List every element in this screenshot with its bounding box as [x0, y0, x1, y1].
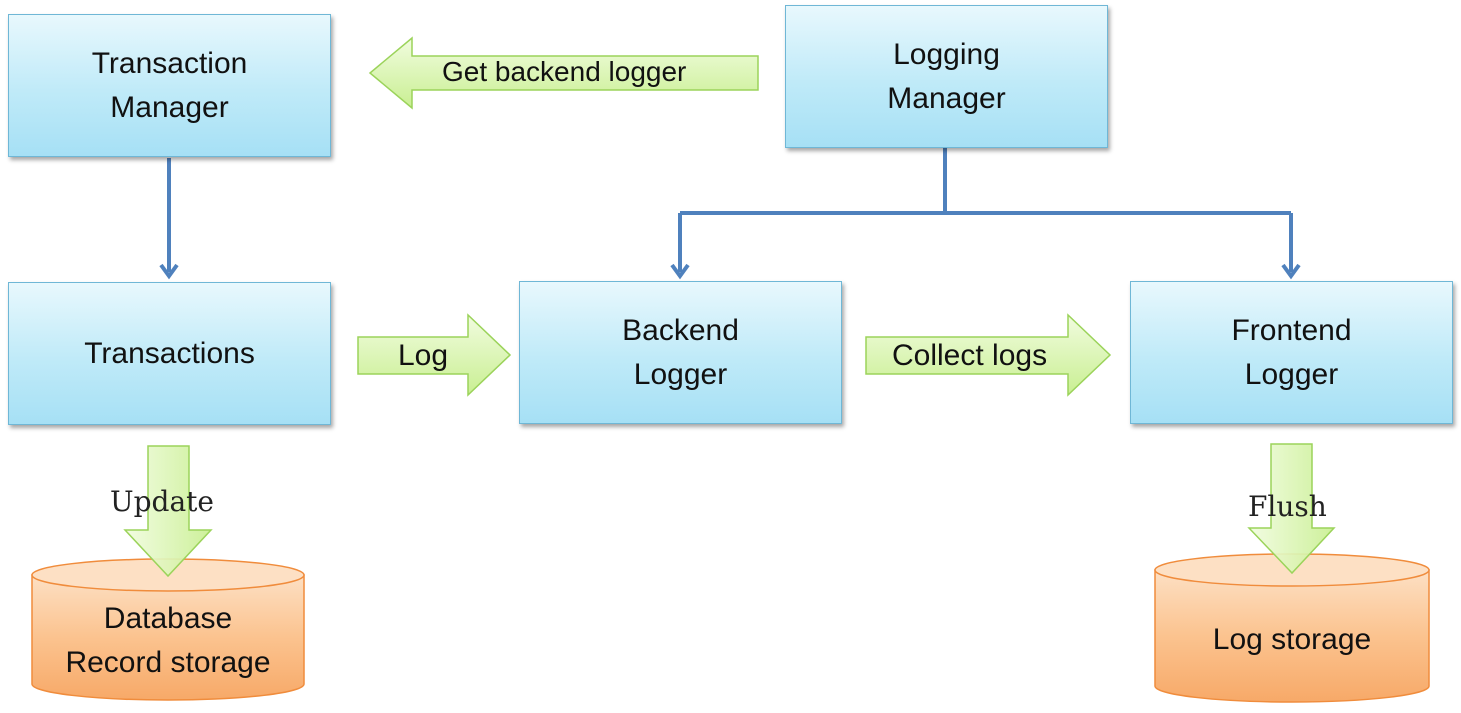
get-backend-logger-label: Get backend logger	[442, 56, 687, 87]
backend-logger-line2: Logger	[633, 357, 728, 391]
log-storage-text: Log storage	[1155, 618, 1429, 662]
logging-manager-line2: Manager	[887, 81, 1006, 115]
connector-lm-branch	[670, 148, 1301, 280]
database-text: Database Record storage	[32, 597, 304, 685]
frontend-logger-box: Frontend Logger	[1130, 281, 1453, 424]
arrow-collect-logs	[865, 313, 1112, 397]
flush-label: Flush	[1248, 490, 1327, 523]
connector-tm-to-transactions	[159, 158, 179, 280]
logging-manager-box: Logging Manager	[785, 5, 1108, 148]
transactions-box: Transactions	[8, 282, 331, 425]
arrow-update	[123, 445, 213, 578]
log-label: Log	[398, 339, 449, 372]
collect-logs-label: Collect logs	[892, 339, 1048, 372]
arrow-flush	[1247, 443, 1336, 575]
transaction-manager-line2: Manager	[110, 90, 229, 124]
transactions-label: Transactions	[84, 336, 255, 370]
arrow-log	[357, 313, 512, 397]
transaction-manager-line1: Transaction	[91, 46, 248, 80]
arrow-get-backend-logger	[368, 36, 759, 110]
transaction-manager-box: Transaction Manager	[8, 14, 331, 157]
update-label: Update	[110, 485, 214, 518]
logging-manager-line1: Logging	[893, 37, 1000, 71]
backend-logger-box: Backend Logger	[519, 281, 842, 424]
frontend-logger-line2: Logger	[1244, 357, 1339, 391]
frontend-logger-line1: Frontend	[1231, 313, 1352, 347]
database-line1: Database	[103, 602, 233, 635]
database-line2: Record storage	[65, 646, 271, 679]
backend-logger-line1: Backend	[622, 313, 739, 347]
log-storage-line1: Log storage	[1212, 623, 1372, 656]
